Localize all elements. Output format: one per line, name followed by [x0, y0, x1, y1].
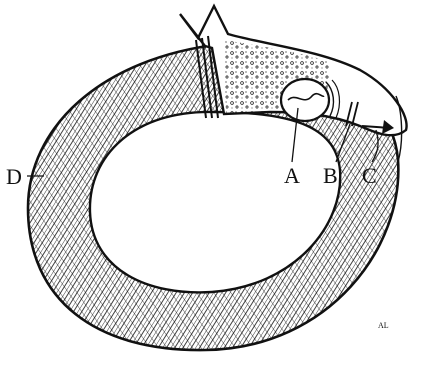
label-b: B	[323, 163, 338, 188]
artist-signature: AL	[378, 321, 389, 330]
label-c: C	[362, 163, 377, 188]
label-a: A	[284, 163, 300, 188]
label-d: D	[6, 164, 22, 189]
